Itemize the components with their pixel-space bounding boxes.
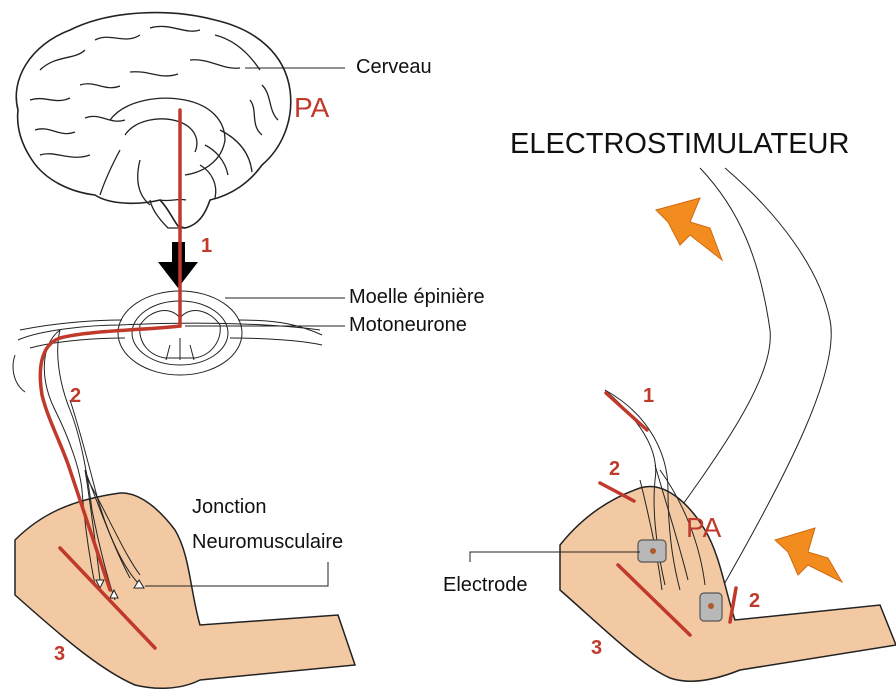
electrode-label: Electrode <box>443 574 528 596</box>
lightning-icon-bottom <box>775 528 842 582</box>
signal-segment-1-right <box>606 393 647 430</box>
step-number-1-left: 1 <box>201 235 212 257</box>
electrode-pad-icon-1 <box>638 540 666 562</box>
step-number-2-right-upper: 2 <box>609 458 620 480</box>
step-number-2-left: 2 <box>70 385 81 407</box>
step-number-3-left: 3 <box>54 643 65 665</box>
down-arrow-icon <box>158 242 198 288</box>
motoneurone-label: Motoneurone <box>349 314 467 336</box>
arm-left-icon <box>15 493 355 688</box>
brain-icon <box>16 13 291 228</box>
stimulator-wire-2 <box>715 168 831 600</box>
jonction-label-line2: Neuromusculaire <box>192 531 343 553</box>
spinal-cord-icon <box>13 291 322 392</box>
jonction-label-line1: Jonction <box>192 496 267 518</box>
arm-right-icon <box>560 486 896 681</box>
cerveau-label: Cerveau <box>356 56 432 78</box>
lightning-icon-top <box>656 198 722 260</box>
moelle-label: Moelle épinière <box>349 286 485 308</box>
pa-left-label: PA <box>294 92 330 123</box>
pa-right-label: PA <box>686 512 722 543</box>
step-number-1-right: 1 <box>643 385 654 407</box>
step-number-3-right: 3 <box>591 637 602 659</box>
step-number-2-right-lower: 2 <box>749 590 760 612</box>
electrostimulateur-title: ELECTROSTIMULATEUR <box>510 128 849 160</box>
electrode-pad-icon-2 <box>700 593 722 621</box>
